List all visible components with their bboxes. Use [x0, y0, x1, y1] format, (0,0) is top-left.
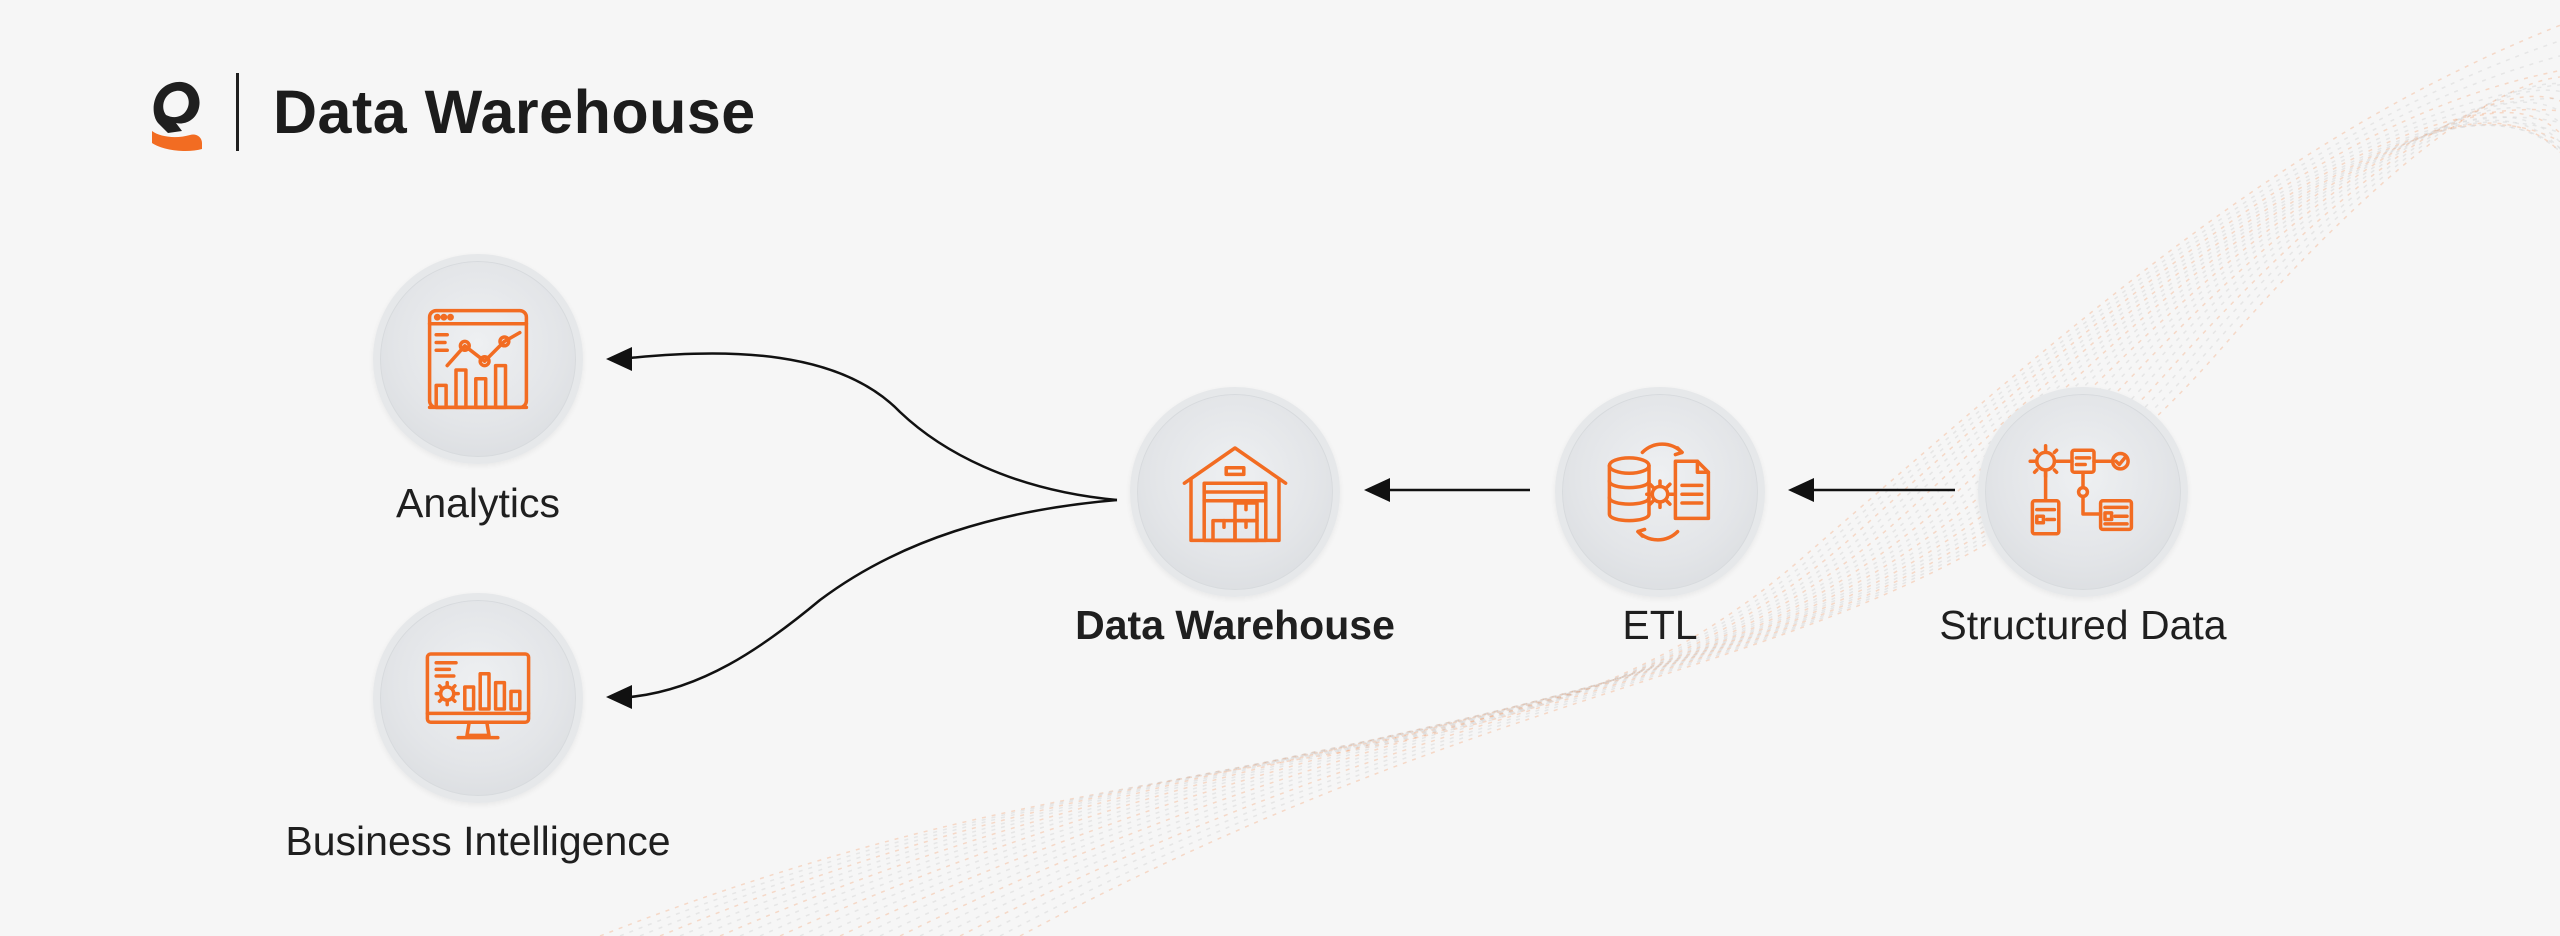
bi-monitor-icon [425, 652, 531, 740]
background-wave-line [719, 108, 2560, 936]
structured-data-label: Structured Data [1939, 602, 2227, 648]
structured-data-flow-icon [2028, 444, 2134, 536]
arrowhead-etl [1788, 478, 1814, 502]
analytics-node [373, 254, 583, 464]
background-wave-line [799, 124, 2560, 936]
arrowhead-analytics [606, 347, 632, 371]
arrowhead-data-warehouse [1364, 478, 1390, 502]
etl-database-sync-icon [1607, 442, 1711, 542]
background-wave-line [939, 101, 2560, 936]
background-wave-line [759, 121, 2560, 936]
background-wave-line [999, 82, 2560, 936]
data-warehouse-node [1130, 387, 1340, 597]
header-divider [236, 73, 239, 151]
analytics-dashboard-icon [427, 308, 529, 410]
background-wave-line [979, 89, 2560, 936]
business-intelligence-node [373, 593, 583, 803]
edge-data-warehouse-to-business-intelligence [629, 498, 1118, 699]
edge-data-warehouse-to-analytics [629, 352, 1118, 502]
etl-label: ETL [1622, 602, 1698, 648]
background-wave-line [619, 40, 2560, 936]
background-wave-line [659, 69, 2560, 936]
warehouse-icon [1182, 446, 1288, 543]
header: Data Warehouse [148, 70, 756, 154]
background-wave-line [699, 97, 2560, 936]
background-wave-line [959, 95, 2560, 936]
background-wave-line [839, 122, 2560, 936]
background-wave-line [599, 24, 2560, 936]
data-warehouse-label: Data Warehouse [1075, 602, 1395, 648]
background-wave-line [679, 84, 2560, 936]
brand-logo-icon [152, 81, 202, 151]
business-intelligence-label: Business Intelligence [285, 818, 671, 864]
background-wave-line [779, 124, 2560, 936]
analytics-label: Analytics [395, 480, 561, 526]
background-wave-line [879, 116, 2560, 936]
structured-data-node [1978, 387, 2188, 597]
background-wave-line [739, 116, 2560, 936]
etl-node [1555, 387, 1765, 597]
background-wave-line [819, 124, 2560, 936]
arrowhead-business-intelligence [606, 685, 632, 709]
background-wave-line [639, 55, 2560, 936]
page-title: Data Warehouse [273, 78, 756, 146]
